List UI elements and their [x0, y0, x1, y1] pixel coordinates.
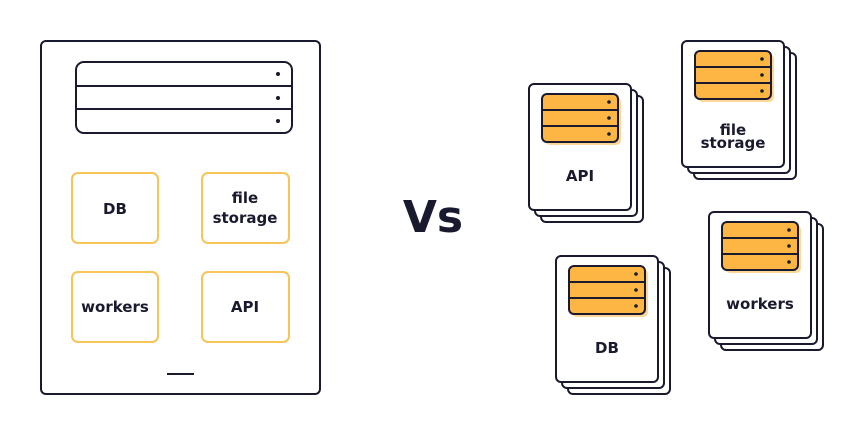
service-label: storage — [701, 134, 766, 152]
server-rack-icon — [721, 221, 801, 273]
component-file-storage: file storage — [201, 172, 290, 244]
component-workers: workers — [71, 271, 159, 343]
server-rack-icon — [75, 61, 293, 134]
service-label: file — [720, 121, 746, 139]
service-label: API — [566, 167, 594, 185]
component-label: file — [232, 189, 258, 207]
service-db: DB — [555, 255, 671, 395]
server-rack-icon — [694, 50, 774, 102]
server-rack-icon — [568, 265, 648, 317]
component-label: API — [231, 298, 259, 316]
server-rack-icon — [541, 93, 621, 145]
versus-label: Vs — [403, 192, 463, 243]
service-workers: workers — [708, 211, 824, 351]
monolith: DB file storage workers API — [40, 40, 321, 395]
component-label: storage — [213, 209, 278, 227]
service-label: workers — [726, 295, 794, 313]
service-label: DB — [595, 339, 619, 357]
component-api: API — [201, 271, 290, 343]
component-label: workers — [81, 298, 149, 316]
component-db: DB — [71, 172, 159, 244]
service-api: API — [528, 83, 644, 223]
component-label: DB — [103, 200, 127, 218]
